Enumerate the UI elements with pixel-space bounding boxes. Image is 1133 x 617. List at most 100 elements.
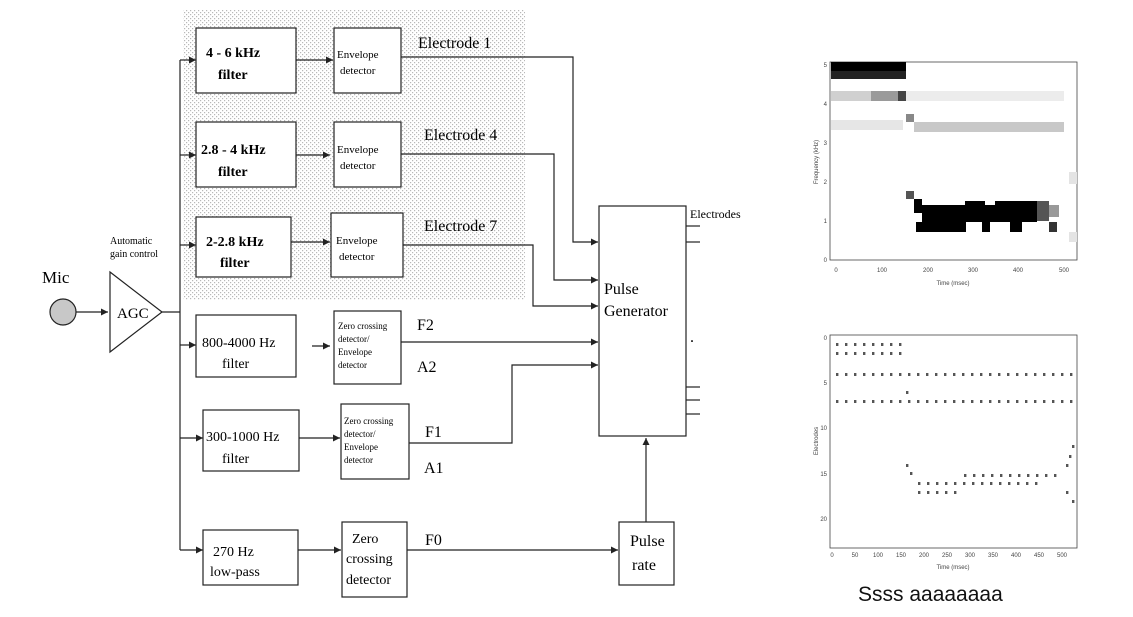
electrodogram-pulse <box>936 482 939 485</box>
electrodogram-pulse <box>963 482 966 485</box>
electrodogram-pulse <box>926 400 929 403</box>
signal-f2: F2 <box>417 317 434 334</box>
electrodogram-pulse <box>890 343 893 346</box>
electrodogram-pulse <box>836 400 839 403</box>
svg-text:4 - 6 kHz: 4 - 6 kHz <box>206 46 260 61</box>
electrodogram-pulse <box>1036 474 1039 477</box>
electrode-4-label: Electrode 4 <box>424 127 497 144</box>
electrodogram-pulse <box>1045 474 1048 477</box>
spectrogram-blob <box>1037 201 1049 221</box>
electrodogram-pulse <box>917 373 920 376</box>
spectrogram-blob <box>982 222 990 232</box>
spectrogram-xtick: 0 <box>834 268 838 274</box>
electrodogram-pulse <box>899 373 902 376</box>
spectrogram-ylabel: Frequency (kHz) <box>814 140 820 184</box>
svg-text:Pulse: Pulse <box>604 281 639 298</box>
electrodogram-pulse <box>881 343 884 346</box>
electrodogram-pulse <box>935 373 938 376</box>
electrodogram-pulse <box>1072 500 1075 503</box>
electrodogram-pulse <box>881 373 884 376</box>
caption: Ssss aaaaaaaa <box>858 583 1003 606</box>
svg-text:detector: detector <box>340 160 376 172</box>
electrodogram-pulse <box>1016 400 1019 403</box>
electrodogram-pulse <box>944 400 947 403</box>
electrodogram-pulse <box>908 373 911 376</box>
electrodogram-pulse <box>872 352 875 355</box>
electrodogram-pulse <box>1054 474 1057 477</box>
svg-text:800-4000 Hz: 800-4000 Hz <box>202 336 276 351</box>
envelope-detector-1: Envelope detector <box>333 27 402 94</box>
electrodogram-pulse <box>972 482 975 485</box>
filter-300-1000hz: 300-1000 Hz filter <box>202 409 300 472</box>
spectrogram-blob <box>831 71 906 79</box>
electrodogram-xtick: 400 <box>1011 553 1022 559</box>
electrodogram-pulse <box>982 474 985 477</box>
svg-text:2-2.8 kHz: 2-2.8 kHz <box>206 235 264 250</box>
spectrogram-blob <box>906 91 1064 101</box>
electrodogram-pulse <box>908 400 911 403</box>
electrodogram-pulse <box>917 400 920 403</box>
spectrogram-blob <box>914 122 1064 132</box>
spectrogram-xlabel: Time (msec) <box>936 281 969 287</box>
electrodogram-pulse <box>998 400 1001 403</box>
svg-text:filter: filter <box>218 165 248 180</box>
electrodogram-pulse <box>927 482 930 485</box>
filter-800-4000hz: 800-4000 Hz filter <box>195 314 297 378</box>
electrodogram-pulse <box>927 491 930 494</box>
filter-4-6khz: 4 - 6 kHz filter <box>195 27 297 94</box>
svg-text:detector: detector <box>340 65 376 77</box>
electrode-7-label: Electrode 7 <box>424 218 497 235</box>
svg-text:Envelope: Envelope <box>344 442 378 452</box>
zero-crossing-envelope-detector-f1: Zero crossing detector/ Envelope detecto… <box>340 403 410 480</box>
electrodogram-pulse <box>1007 373 1010 376</box>
electrodogram-pulse <box>1052 373 1055 376</box>
electrodogram-xtick: 150 <box>896 553 907 559</box>
electrodogram-pulse <box>854 373 857 376</box>
spectrogram-ytick: 0 <box>824 258 828 264</box>
pulse-rate: Pulse rate <box>618 521 675 586</box>
electrodogram-pulse <box>989 400 992 403</box>
electrodogram-pulse <box>836 373 839 376</box>
electrodogram-pulse <box>980 373 983 376</box>
electrodogram-pulse <box>954 491 957 494</box>
electrodogram-pulse <box>836 352 839 355</box>
electrodogram-pulse <box>1016 373 1019 376</box>
electrodogram-xlabel: Time (msec) <box>936 565 969 571</box>
svg-text:Envelope: Envelope <box>337 49 379 61</box>
spectrogram-blob <box>995 201 1037 211</box>
zero-crossing-envelope-detector-f2: Zero crossing detector/ Envelope detecto… <box>333 310 402 385</box>
svg-text:detector: detector <box>339 251 375 263</box>
electrodogram-pulse <box>845 343 848 346</box>
svg-text:filter: filter <box>218 68 248 83</box>
zero-crossing-detector-f0: Zero crossing detector <box>341 521 408 598</box>
svg-text:detector: detector <box>344 455 373 465</box>
electrodogram-pulse <box>936 491 939 494</box>
filter-2-2-8khz: 2-2.8 kHz filter <box>195 216 292 278</box>
svg-text:rate: rate <box>632 557 656 574</box>
spectrogram-xtick: 200 <box>923 268 934 274</box>
electrodogram-pulse <box>1025 400 1028 403</box>
electrodogram-pulse <box>926 373 929 376</box>
svg-text:crossing: crossing <box>346 552 393 567</box>
electrodogram-pulse <box>863 373 866 376</box>
spectrogram-blob <box>831 62 906 71</box>
electrodogram-xtick: 350 <box>988 553 999 559</box>
electrodogram-pulse <box>890 400 893 403</box>
electrodogram-pulse <box>1027 474 1030 477</box>
electrodogram-pulse <box>1035 482 1038 485</box>
agc-amplifier <box>109 270 163 354</box>
electrodogram-pulse <box>973 474 976 477</box>
electrodogram-ytick: 20 <box>820 517 827 523</box>
svg-text:Zero crossing: Zero crossing <box>344 416 394 426</box>
spectrogram-blob <box>831 120 903 130</box>
svg-text:filter: filter <box>222 357 250 372</box>
spectrogram-ytick: 2 <box>824 180 828 186</box>
electrodogram-pulse <box>918 482 921 485</box>
envelope-detector-4: Envelope detector <box>333 121 402 188</box>
svg-text:detector/: detector/ <box>338 334 370 344</box>
mic-icon <box>49 298 77 326</box>
filter-2-8-4khz: 2.8 - 4 kHz filter <box>195 121 297 188</box>
electrodogram-xtick: 50 <box>852 553 859 559</box>
